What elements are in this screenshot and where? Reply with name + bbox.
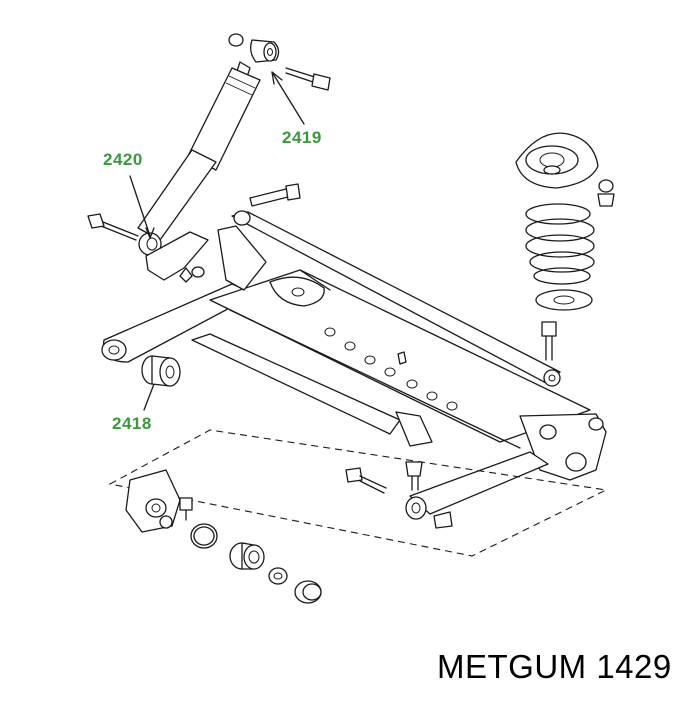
shock-absorber — [87, 33, 280, 283]
shock-top-bolt — [285, 67, 331, 91]
callout-2418: 2418 — [112, 414, 152, 433]
callout-leader-lines — [129, 71, 305, 411]
axle-bushing-2418 — [141, 355, 181, 387]
callout-2419: 2419 — [282, 128, 322, 147]
rear-axle-beam — [101, 183, 607, 520]
callout-2420: 2420 — [103, 150, 143, 169]
coil-spring-assembly — [515, 132, 615, 361]
brand-part-number: METGUM 1429 — [437, 648, 672, 685]
hub-kit-box — [108, 429, 608, 604]
